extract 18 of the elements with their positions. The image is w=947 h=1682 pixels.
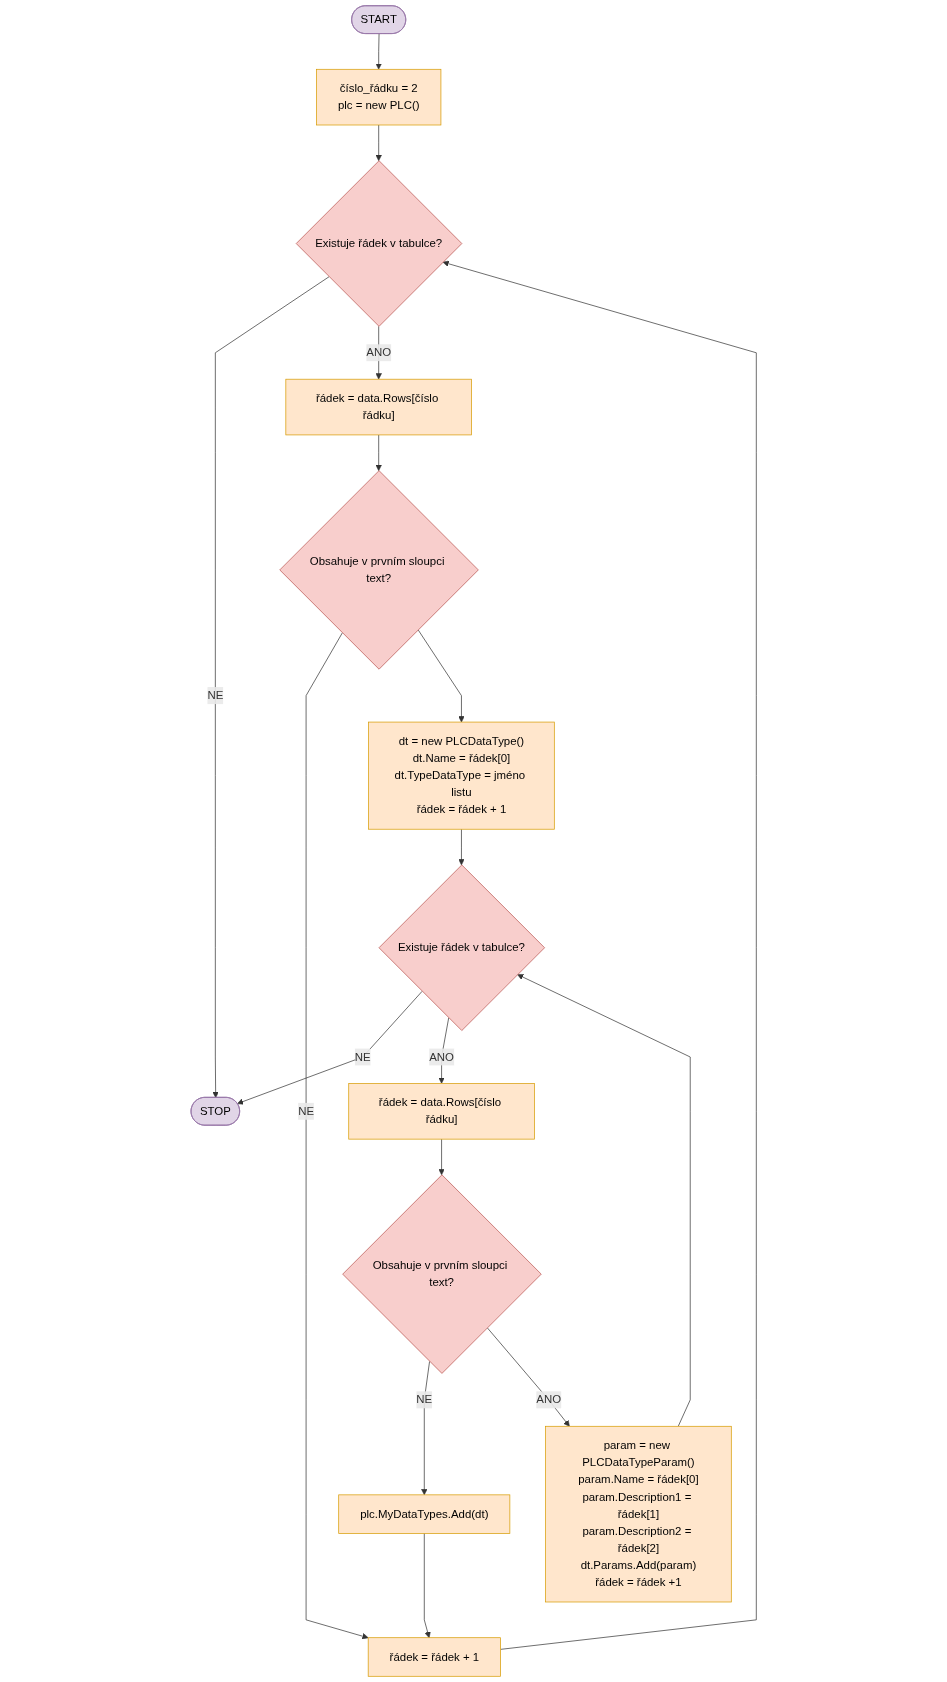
- node-box: řádek = data.Rows[číslo řádku]: [285, 378, 472, 436]
- edge-label: NE: [297, 1104, 314, 1117]
- node-diamond: Obsahuje v prvním sloupci text?: [342, 1174, 542, 1374]
- node-box: dt = new PLCDataType() dt.Name = řádek[0] dt.TypeDataType = jméno listu řádek = řádek + 1: [368, 721, 555, 830]
- node-box: řádek = data.Rows[číslo řádku]: [348, 1083, 535, 1140]
- node-diamond: Obsahuje v prvním sloupci text?: [279, 470, 479, 670]
- node-diamond: Existuje řádek v tabulce?: [295, 160, 463, 327]
- node-box: plc.MyDataTypes.Add(dt): [338, 1494, 511, 1534]
- node-diamond: Existuje řádek v tabulce?: [378, 864, 545, 1031]
- edge-label: NE: [354, 1050, 371, 1063]
- edge-label: ANO: [366, 346, 391, 359]
- node-box: param = new PLCDataTypeParam() param.Name = řádek[0] param.Description1 = řádek[1] param.Description2 = řádek[2] dt.Params.Add(param) řádek = řádek +1: [545, 1425, 732, 1603]
- node-box: řádek = řádek + 1: [367, 1637, 501, 1677]
- edge-label: NE: [416, 1393, 433, 1406]
- edge-label: NE: [207, 689, 224, 702]
- edge-label: ANO: [536, 1393, 561, 1406]
- edge-label: ANO: [429, 1050, 454, 1063]
- node-box: číslo_řádku = 2 plc = new PLC(): [315, 68, 442, 126]
